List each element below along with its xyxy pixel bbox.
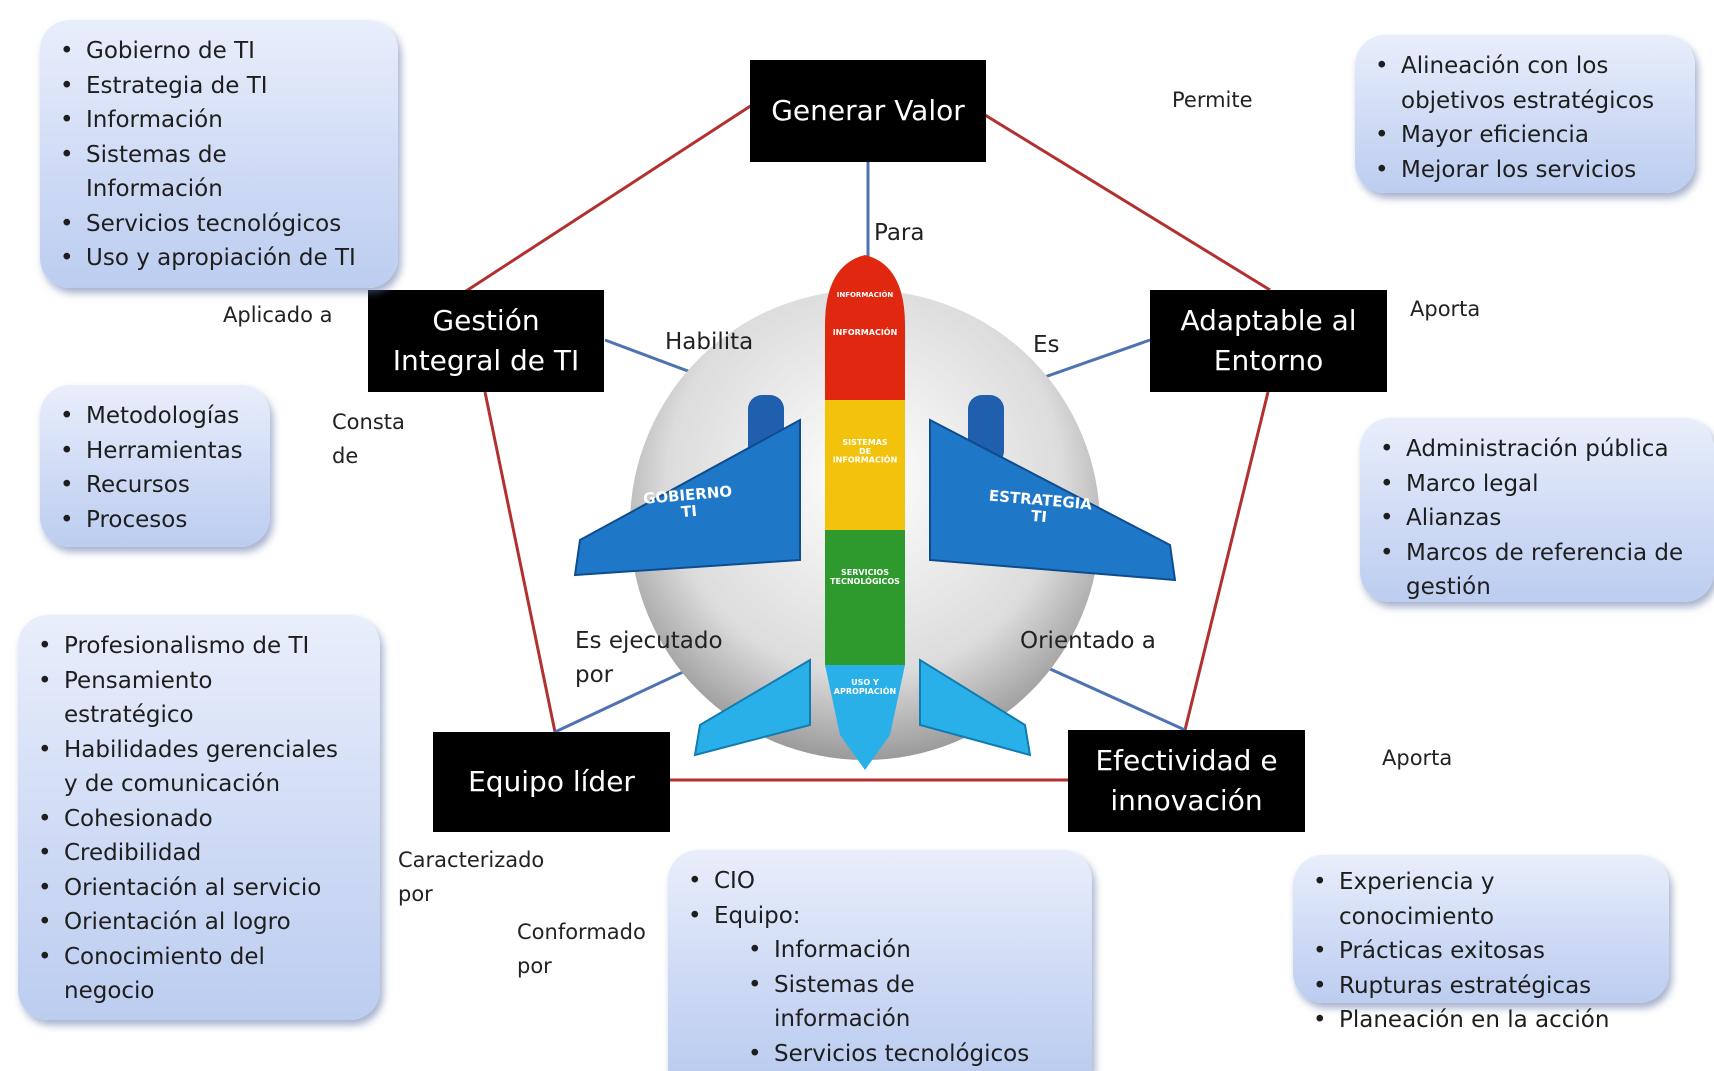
- list-item: Conocimiento del negocio: [38, 940, 366, 1009]
- sub-list-item: Sistemas de información: [748, 968, 1078, 1037]
- list-item: Procesos: [60, 503, 256, 538]
- list-item: Habilidades gerenciales y de comunicació…: [38, 733, 366, 802]
- list-item-label: Equipo:: [714, 902, 801, 929]
- list-item: Metodologías: [60, 399, 256, 434]
- label-conformado-por: Conformado por: [517, 920, 646, 978]
- label-es: Es: [1033, 332, 1060, 358]
- node-adaptable-entorno: Adaptable al Entorno: [1150, 290, 1387, 392]
- list-bottom-center: CIO Equipo: Información Sistemas de info…: [686, 864, 1078, 1071]
- label-para: Para: [874, 220, 925, 246]
- fuselage-tail: [825, 665, 905, 770]
- list-item: Administración pública: [1380, 432, 1700, 467]
- list-item: Prácticas exitosas: [1313, 934, 1655, 969]
- list-item: Credibilidad: [38, 836, 366, 871]
- label-permite: Permite: [1172, 88, 1253, 112]
- fuselage-red: [825, 255, 905, 400]
- list-item: Información: [60, 103, 384, 138]
- box-bottom-center: CIO Equipo: Información Sistemas de info…: [668, 850, 1092, 1071]
- list-item: Gobierno de TI: [60, 34, 384, 69]
- edge-valor-gestion: [459, 103, 753, 297]
- list-item: Recursos: [60, 468, 256, 503]
- seg-red-label-1: INFORMACIÓN: [837, 290, 894, 299]
- list-item: Rupturas estratégicas: [1313, 969, 1655, 1004]
- list-item: Cohesionado: [38, 802, 366, 837]
- sub-list-item: Información: [748, 933, 1078, 968]
- box-bottom-right: Experiencia y conocimiento Prácticas exi…: [1293, 855, 1669, 1037]
- list-mid-left: Metodologías Herramientas Recursos Proce…: [58, 399, 256, 537]
- list-item: CIO: [688, 864, 1078, 899]
- box-mid-right: Administración pública Marco legal Alian…: [1360, 418, 1714, 602]
- wing-left: [573, 418, 801, 577]
- list-item: Marcos de referencia de gestión: [1380, 536, 1700, 605]
- sub-list: Información Sistemas de información Serv…: [714, 933, 1078, 1071]
- list-item: Pensamiento estratégico: [38, 664, 366, 733]
- node-gestion-integral: Gestión Integral de TI: [368, 290, 604, 392]
- list-item: Planeación en la acción: [1313, 1003, 1655, 1038]
- label-aporta-bottom: Aporta: [1382, 746, 1453, 770]
- list-item: Orientación al logro: [38, 905, 366, 940]
- wing-right: [929, 418, 1177, 582]
- fuselage-yellow: [825, 400, 905, 530]
- edge-adaptable-efectividad: [1183, 391, 1270, 731]
- list-item: Marco legal: [1380, 467, 1700, 502]
- box-top-left: Gobierno de TI Estrategia de TI Informac…: [40, 20, 398, 288]
- tail-right: [919, 658, 1032, 757]
- list-item: Alianzas: [1380, 501, 1700, 536]
- list-item: Sistemas de Información: [60, 138, 384, 207]
- airplane-illustration: GOBIERNOTI ESTRATEGIATI INFORMACIÓN INFO…: [573, 255, 1177, 770]
- label-orientado-a: Orientado a: [1020, 628, 1156, 654]
- list-bottom-right: Experiencia y conocimiento Prácticas exi…: [1311, 865, 1655, 1038]
- list-item: Orientación al servicio: [38, 871, 366, 906]
- list-item: Herramientas: [60, 434, 256, 469]
- seg-red-label-2: INFORMACIÓN: [833, 326, 898, 337]
- node-efectividad-innovacion: Efectividad e innovación: [1068, 730, 1305, 832]
- label-aporta-top: Aporta: [1410, 297, 1481, 321]
- list-item: Experiencia y conocimiento: [1313, 865, 1655, 934]
- list-top-left: Gobierno de TI Estrategia de TI Informac…: [58, 34, 384, 276]
- list-item: Mejorar los servicios: [1375, 153, 1681, 188]
- fuselage-green: [825, 530, 905, 665]
- node-equipo-lider: Equipo líder: [433, 732, 670, 832]
- label-caracterizado-por: Caracterizado por: [398, 848, 545, 906]
- list-top-right: Alineación con los objetivos estratégico…: [1373, 49, 1681, 187]
- box-mid-left: Metodologías Herramientas Recursos Proce…: [40, 385, 270, 547]
- box-bottom-left: Profesionalismo de TI Pensamiento estrat…: [18, 615, 380, 1020]
- list-item: Alineación con los objetivos estratégico…: [1375, 49, 1681, 118]
- list-item: Equipo: Información Sistemas de informac…: [688, 899, 1078, 1071]
- list-bottom-left: Profesionalismo de TI Pensamiento estrat…: [36, 629, 366, 1009]
- list-mid-right: Administración pública Marco legal Alian…: [1378, 432, 1700, 605]
- sub-list-item: Servicios tecnológicos: [748, 1037, 1078, 1071]
- list-item: Mayor eficiencia: [1375, 118, 1681, 153]
- label-habilita: Habilita: [665, 329, 754, 355]
- label-consta-de: Consta de: [332, 410, 405, 468]
- tail-left: [693, 658, 811, 757]
- list-item: Servicios tecnológicos: [60, 207, 384, 242]
- edge-gestion-equipo: [483, 391, 557, 733]
- edge-valor-adaptable: [984, 113, 1271, 292]
- label-es-ejecutado-por: Es ejecutado por: [575, 628, 723, 688]
- box-top-right: Alineación con los objetivos estratégico…: [1355, 35, 1695, 193]
- list-item: Profesionalismo de TI: [38, 629, 366, 664]
- node-generar-valor: Generar Valor: [750, 60, 986, 162]
- label-aplicado-a: Aplicado a: [223, 303, 333, 327]
- list-item: Estrategia de TI: [60, 69, 384, 104]
- list-item: Uso y apropiación de TI: [60, 241, 384, 276]
